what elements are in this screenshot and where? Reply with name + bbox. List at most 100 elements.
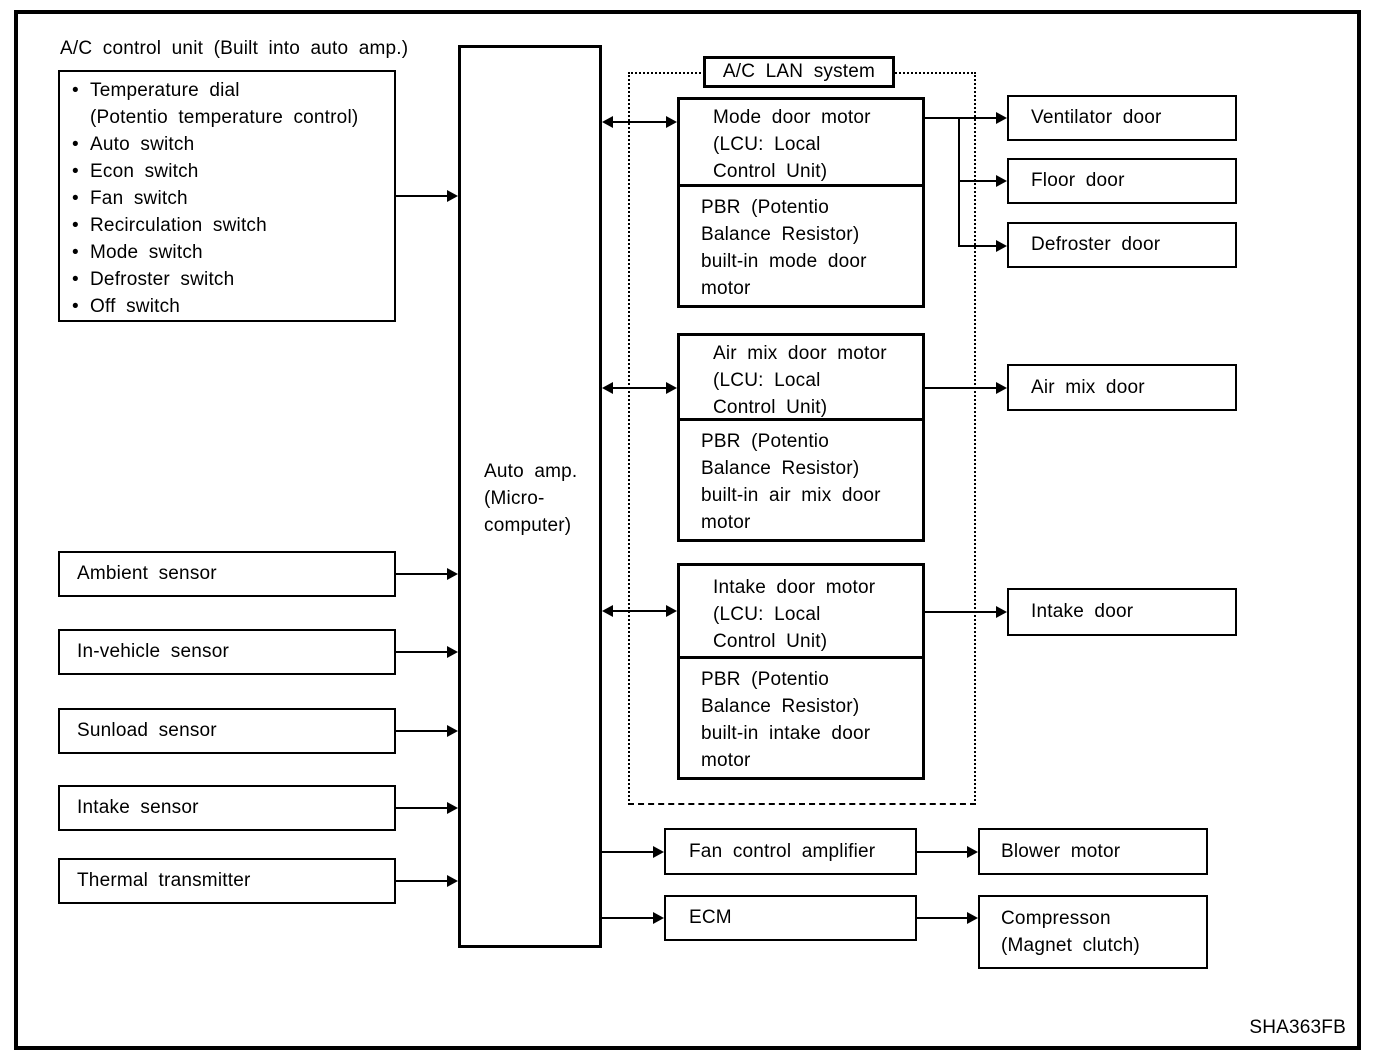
- intake-door-motor-pbr-label: motor: [701, 750, 751, 771]
- connector-control-to-amp: [396, 195, 448, 197]
- connector-mode-to-defroster: [958, 245, 997, 247]
- figure-code: SHA363FB: [1249, 1017, 1346, 1038]
- arrowhead-amp-to-fan: [653, 846, 664, 858]
- mode-door-motor-pbr-label: built-in mode door: [701, 251, 867, 272]
- in-vehicle-sensor-box: In-vehicle sensor: [58, 629, 396, 675]
- control-unit-item: Temperature dial: [60, 77, 394, 104]
- arrowhead-fan-to-blower: [967, 846, 978, 858]
- control-unit-item: Recirculation switch: [60, 212, 394, 239]
- arrowhead-mode-to-defroster: [996, 240, 1007, 252]
- arrowhead-ecm-to-compressor: [967, 912, 978, 924]
- intake-door-motor-pbr-label: built-in intake door: [701, 723, 871, 744]
- floor-door-label: Floor door: [1031, 170, 1125, 191]
- connector-amp-to-fan: [602, 851, 654, 853]
- air-mix-door-motor-lcu-section: Air mix door motor (LCU: Local Control U…: [680, 336, 922, 421]
- arrowhead-mode-to-ventilator: [996, 112, 1007, 124]
- sunload-sensor-label: Sunload sensor: [77, 720, 217, 741]
- control-unit-item: Fan switch: [60, 185, 394, 212]
- arrowhead-invehicle-to-amp: [447, 646, 458, 658]
- ambient-sensor-label: Ambient sensor: [77, 563, 217, 584]
- arrowhead-sunload-to-amp: [447, 725, 458, 737]
- control-unit-item: Off switch: [60, 293, 394, 320]
- arrowhead-amp-mode-right: [666, 116, 677, 128]
- connector-mode-branch: [958, 117, 960, 247]
- connector-airmix-to-door: [925, 387, 997, 389]
- auto-amp-box: Auto amp. (Micro- computer): [458, 45, 602, 948]
- arrowhead-intakesensor-to-amp: [447, 802, 458, 814]
- mode-door-motor-pbr-label: Balance Resistor): [701, 224, 860, 245]
- control-unit-item: Econ switch: [60, 158, 394, 185]
- connector-fan-to-blower: [917, 851, 968, 853]
- ventilator-door-label: Ventilator door: [1031, 107, 1162, 128]
- control-unit-box: Temperature dial (Potentio temperature c…: [58, 70, 396, 322]
- intake-door-motor-label: (LCU: Local: [713, 604, 821, 625]
- air-mix-door-motor-label: Control Unit): [713, 397, 828, 418]
- intake-sensor-label: Intake sensor: [77, 797, 199, 818]
- connector-amp-mode: [611, 121, 669, 123]
- intake-door-label: Intake door: [1031, 601, 1134, 622]
- mode-door-motor-pbr-label: PBR (Potentio: [701, 197, 829, 218]
- arrowhead-thermal-to-amp: [447, 875, 458, 887]
- connector-sunload-to-amp: [396, 730, 448, 732]
- arrowhead-amp-airmix-left: [602, 382, 613, 394]
- air-mix-door-motor-pbr-label: motor: [701, 512, 751, 533]
- ambient-sensor-box: Ambient sensor: [58, 551, 396, 597]
- arrowhead-airmix-to-door: [996, 382, 1007, 394]
- air-mix-door-motor-pbr-section: PBR (Potentio Balance Resistor) built-in…: [680, 421, 922, 536]
- mode-door-motor-pbr-label: motor: [701, 278, 751, 299]
- arrowhead-ambient-to-amp: [447, 568, 458, 580]
- control-unit-item: Auto switch: [60, 131, 394, 158]
- connector-mode-to-floor: [958, 180, 997, 182]
- mode-door-motor-label: (LCU: Local: [713, 134, 821, 155]
- mode-door-motor-box: Mode door motor (LCU: Local Control Unit…: [677, 97, 925, 308]
- connector-thermal-to-amp: [396, 880, 448, 882]
- sunload-sensor-box: Sunload sensor: [58, 708, 396, 754]
- lan-system-label-box: A/C LAN system: [703, 56, 895, 88]
- air-mix-door-motor-pbr-label: PBR (Potentio: [701, 431, 829, 452]
- defroster-door-box: Defroster door: [1007, 222, 1237, 268]
- air-mix-door-box: Air mix door: [1007, 364, 1237, 411]
- connector-ecm-to-compressor: [917, 917, 968, 919]
- air-mix-door-motor-pbr-label: Balance Resistor): [701, 458, 860, 479]
- arrowhead-intake-to-door: [996, 606, 1007, 618]
- arrowhead-mode-to-floor: [996, 175, 1007, 187]
- air-mix-door-motor-pbr-label: built-in air mix door: [701, 485, 881, 506]
- fan-control-amplifier-label: Fan control amplifier: [689, 840, 876, 862]
- mode-door-motor-label: Mode door motor: [713, 107, 871, 128]
- intake-door-motor-box: Intake door motor (LCU: Local Control Un…: [677, 563, 925, 780]
- intake-door-motor-pbr-section: PBR (Potentio Balance Resistor) built-in…: [680, 659, 922, 774]
- intake-sensor-box: Intake sensor: [58, 785, 396, 831]
- intake-door-box: Intake door: [1007, 588, 1237, 636]
- control-unit-item: Defroster switch: [60, 266, 394, 293]
- defroster-door-label: Defroster door: [1031, 234, 1161, 255]
- connector-intakesensor-to-amp: [396, 807, 448, 809]
- ecm-box: ECM: [664, 895, 917, 941]
- connector-invehicle-to-amp: [396, 651, 448, 653]
- connector-amp-intake: [611, 610, 669, 612]
- arrowhead-amp-to-ecm: [653, 912, 664, 924]
- compressor-box: Compresson (Magnet clutch): [978, 895, 1208, 969]
- control-unit-title: A/C control unit (Built into auto amp.): [60, 38, 409, 59]
- auto-amp-label-line: computer): [484, 515, 572, 536]
- ecm-label: ECM: [689, 907, 732, 928]
- intake-door-motor-pbr-label: Balance Resistor): [701, 696, 860, 717]
- outer-border: [14, 10, 1361, 1050]
- connector-ambient-to-amp: [396, 573, 448, 575]
- connector-mode-to-ventilator: [925, 117, 997, 119]
- compressor-label-line: (Magnet clutch): [1001, 935, 1140, 956]
- intake-door-motor-pbr-label: PBR (Potentio: [701, 669, 829, 690]
- ventilator-door-box: Ventilator door: [1007, 95, 1237, 141]
- thermal-transmitter-box: Thermal transmitter: [58, 858, 396, 904]
- mode-door-motor-pbr-section: PBR (Potentio Balance Resistor) built-in…: [680, 187, 922, 302]
- connector-amp-airmix: [611, 387, 669, 389]
- arrowhead-amp-intake-left: [602, 605, 613, 617]
- mode-door-motor-lcu-section: Mode door motor (LCU: Local Control Unit…: [680, 100, 922, 187]
- arrowhead-amp-airmix-right: [666, 382, 677, 394]
- control-unit-item: (Potentio temperature control): [90, 107, 359, 128]
- compressor-label-line: Compresson: [1001, 908, 1111, 929]
- connector-intake-to-door: [925, 611, 997, 613]
- air-mix-door-motor-box: Air mix door motor (LCU: Local Control U…: [677, 333, 925, 542]
- lan-system-label: A/C LAN system: [722, 61, 876, 82]
- air-mix-door-label: Air mix door: [1031, 376, 1145, 398]
